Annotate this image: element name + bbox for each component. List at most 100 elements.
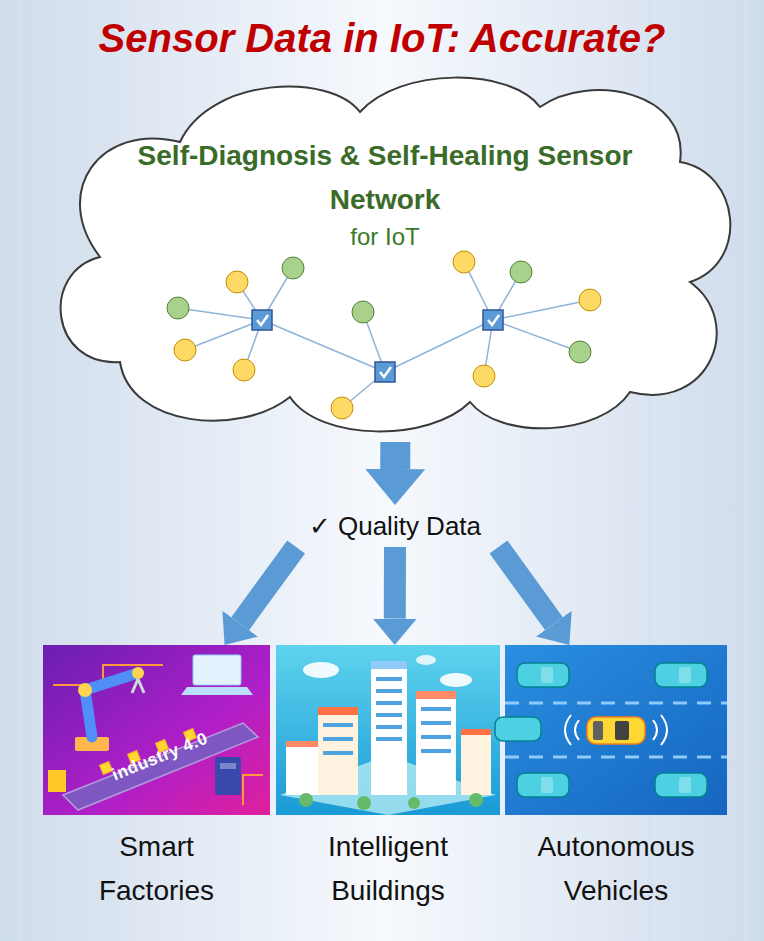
buildings-illustration [323,677,451,755]
sensor-node-yellow [473,365,495,387]
vehicles-illustration [505,702,727,705]
factory-illustration [85,673,138,737]
buildings-illustration [376,701,402,705]
factory-illustration [63,723,258,810]
factory-illustration [193,655,241,685]
quality-data-text: ✓ Quality Data [280,505,510,547]
gateway-node [252,310,503,382]
network-link [385,320,493,372]
illustration-label: industry 4.0 [109,729,211,786]
cloud-network: Self-Diagnosis & Self-Healing Sensor Net… [40,72,730,442]
vehicles-illustration [653,720,657,740]
vehicles-illustration [587,717,645,744]
buildings-illustration [286,741,321,747]
sensor-node-yellow [453,251,475,273]
gateway-node [488,315,499,325]
flow-arrow [499,547,554,624]
gateway-node [483,310,503,330]
quality-data-box: ✓ Quality Data [280,505,510,547]
page-background [697,0,703,941]
buildings-illustration [357,796,371,810]
buildings-illustration [318,707,358,715]
vehicles-illustration [679,667,691,683]
vehicles-illustration [495,663,707,797]
gateway-node [380,367,391,377]
factory-illustration [132,667,144,679]
vehicles-illustration [517,773,569,797]
network-link [484,320,493,376]
buildings-illustration [376,725,402,729]
page-background [20,0,745,941]
network-link [185,320,262,350]
page-background [742,0,748,941]
factory-illustration [181,687,253,695]
sensor-node-green [282,257,304,279]
buildings-illustration [461,733,491,795]
gateway-node [252,310,272,330]
factory-illustration [43,645,270,815]
buildings-illustration [286,745,321,795]
buildings-illustration [376,737,402,741]
factory-illustration [75,737,109,751]
vehicles-illustration [661,715,667,745]
buildings-illustration [421,749,451,753]
buildings-illustration [303,662,339,678]
buildings-illustration [421,735,451,739]
vehicles-illustration [541,667,553,683]
network-link [178,308,262,320]
factory-illustration [53,665,163,685]
application-panel: Autonomous Vehicles [505,645,727,815]
cloud-heading: Self-Diagnosis & Self-Healing Sensor Net… [115,134,655,222]
buildings-illustration [416,697,456,795]
sensor-node-yellow [226,271,248,293]
application-panel: Smart Factories [43,645,270,815]
buildings-illustration [440,673,472,687]
gateway-node [252,310,272,330]
network-link [342,372,385,408]
panel-caption: Intelligent Buildings [298,825,478,913]
vehicles-illustration [541,777,553,793]
title: Sensor Data in IoT: Accurate? [0,12,764,64]
network-link [363,312,385,372]
network-link [493,300,590,320]
page-background [57,0,63,941]
buildings-illustration [376,677,402,681]
factory-illustration [220,763,236,769]
buildings-illustration [421,721,451,725]
sensor-node-yellow [331,397,353,419]
network-link [244,320,262,370]
vehicles-illustration [615,721,629,740]
vehicles-illustration [505,645,727,815]
application-panel: Intelligent Buildings [276,645,500,815]
factory-illustration [78,683,92,697]
factory-illustration [243,775,263,805]
buildings-illustration [416,691,456,699]
sensor-node-green [167,297,189,319]
vehicles-illustration [593,721,603,740]
network-link [262,320,385,372]
sensor-node-green [510,261,532,283]
network-link [493,272,521,320]
factory-illustration [215,757,241,795]
buildings-illustration [323,723,353,727]
gateway-node [257,315,268,325]
buildings-illustration [371,661,407,669]
sensor-node-green [167,257,591,363]
sensor-node-green [352,301,374,323]
cloud-subheading: for IoT [235,222,535,252]
network-link [493,320,580,352]
vehicles-illustration [655,773,707,797]
sensor-node-yellow [174,251,601,419]
factory-illustration [132,679,144,693]
vehicles-illustration [575,720,579,740]
vehicles-illustration [565,715,667,745]
buildings-illustration [276,645,500,815]
cloud-outline [40,72,730,442]
buildings-illustration [371,667,407,795]
vehicles-illustration [565,715,571,745]
